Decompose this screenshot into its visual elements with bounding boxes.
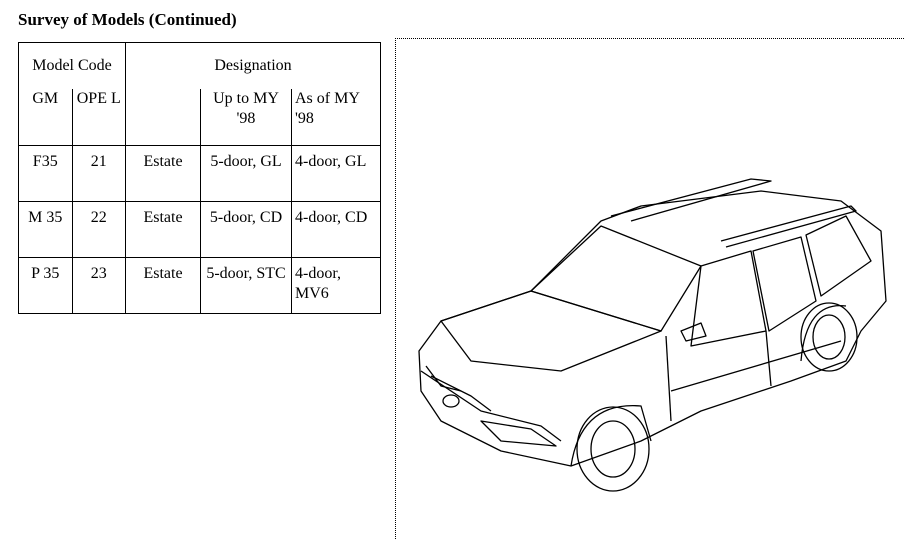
estate-car-drawing	[418, 178, 887, 492]
models-table: Model Code Designation GM OPE L Up to MY…	[18, 42, 381, 314]
page-title: Survey of Models (Continued)	[18, 10, 237, 29]
header-opel: OPE L	[72, 88, 126, 146]
cell-up-to: 5-door, GL	[200, 145, 292, 202]
header-as-of: As of MY '98	[291, 88, 381, 146]
header-up-to: Up to MY '98	[200, 88, 292, 146]
cell-opel: 23	[71, 257, 126, 314]
cell-as-of: 4-door, CD	[291, 201, 381, 258]
cell-up-to: 5-door, CD	[200, 201, 292, 258]
cell-gm: M 35	[18, 201, 73, 258]
header-gm: GM	[18, 88, 73, 146]
table-row: P 35 23 Estate 5-door, STC 4-door, MV6	[18, 257, 381, 314]
header-designation: Designation	[214, 56, 292, 74]
car-illustration-frame	[395, 38, 904, 539]
cell-as-of: 4-door, MV6	[291, 257, 381, 314]
cell-body: Estate	[125, 257, 201, 314]
cell-opel: 21	[71, 145, 126, 202]
header-model-code: Model Code	[18, 42, 126, 89]
cell-gm: F35	[18, 145, 73, 202]
table-row: M 35 22 Estate 5-door, CD 4-door, CD	[18, 201, 381, 258]
cell-up-to: 5-door, STC	[200, 257, 292, 314]
cell-body: Estate	[125, 201, 201, 258]
cell-gm: P 35	[18, 257, 73, 314]
cell-opel: 22	[71, 201, 126, 258]
header-body	[125, 88, 201, 146]
cell-body: Estate	[125, 145, 201, 202]
cell-as-of: 4-door, GL	[291, 145, 381, 202]
table-row: F35 21 Estate 5-door, GL 4-door, GL	[18, 145, 381, 202]
